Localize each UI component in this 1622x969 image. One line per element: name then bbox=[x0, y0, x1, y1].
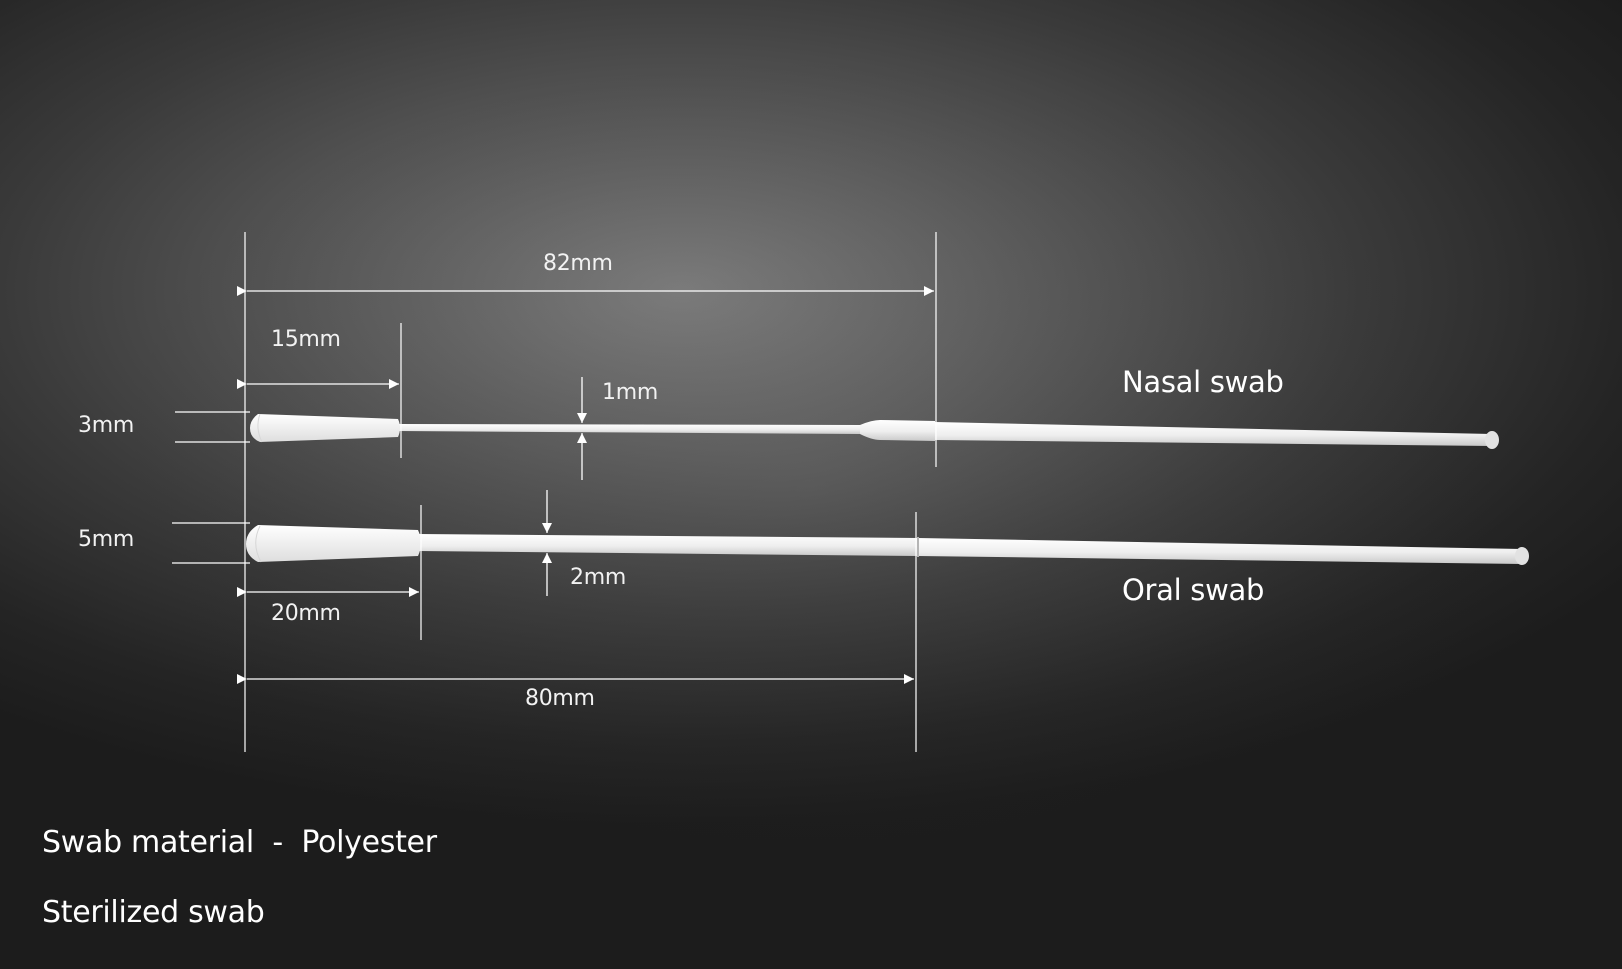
nasal-tip bbox=[250, 414, 400, 442]
oral-shaft-diameter-label: 2mm bbox=[570, 565, 626, 590]
oral-handle bbox=[918, 538, 1526, 564]
nasal-tip-edge bbox=[257, 413, 263, 443]
dimension-lines bbox=[172, 232, 937, 752]
nasal-total-length-label: 82mm bbox=[543, 251, 613, 276]
nasal-swab bbox=[250, 413, 1499, 449]
nasal-swab-label: Nasal swab bbox=[1122, 365, 1284, 399]
oral-handle-cap bbox=[1515, 547, 1529, 565]
oral-shaft bbox=[418, 534, 918, 556]
oral-tip-edge bbox=[255, 525, 262, 563]
nasal-handle bbox=[935, 422, 1496, 446]
oral-tip bbox=[246, 525, 421, 562]
nasal-shaft bbox=[398, 424, 860, 434]
nasal-tip-length-label: 15mm bbox=[271, 327, 341, 352]
material-info-text: Swab material - Polyester bbox=[42, 825, 437, 860]
oral-tip-diameter-label: 5mm bbox=[78, 527, 134, 552]
oral-swab bbox=[246, 525, 1529, 565]
nasal-shoulder bbox=[860, 420, 935, 441]
oral-total-length-label: 80mm bbox=[525, 686, 595, 711]
nasal-handle-cap bbox=[1485, 431, 1499, 449]
oral-tip-length-label: 20mm bbox=[271, 601, 341, 626]
oral-swab-label: Oral swab bbox=[1122, 573, 1265, 607]
nasal-shaft-diameter-label: 1mm bbox=[602, 380, 658, 405]
nasal-tip-diameter-label: 3mm bbox=[78, 413, 134, 438]
dimension-arrows bbox=[237, 286, 934, 684]
sterilized-info-text: Sterilized swab bbox=[42, 895, 265, 930]
